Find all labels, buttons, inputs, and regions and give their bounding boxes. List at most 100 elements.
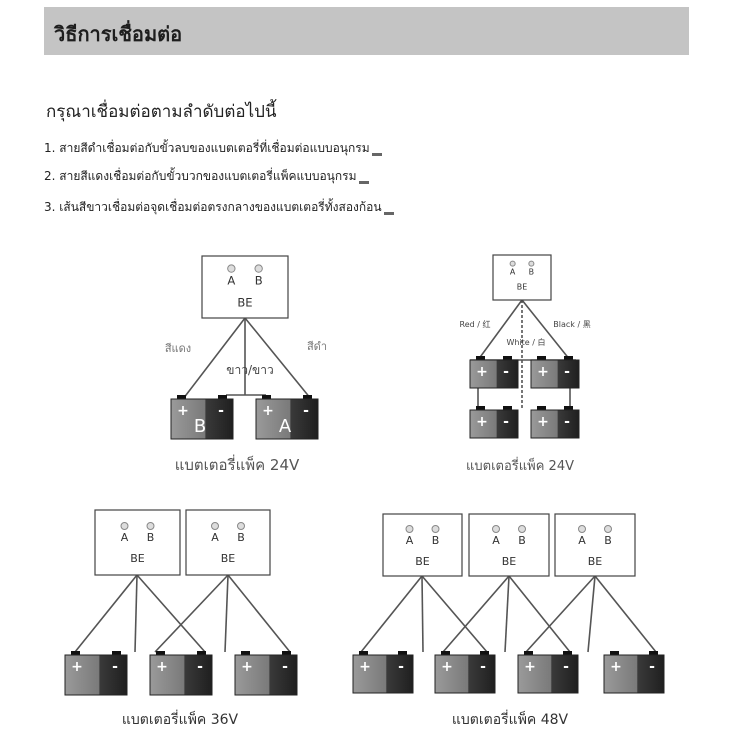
positive-post [537,356,546,361]
positive-post [476,356,485,361]
plus-terminal: + [177,403,189,419]
decorative-mark [383,212,394,215]
port-a-led [405,525,414,533]
diagram4-wire [508,575,571,653]
device-label: BE [237,295,252,309]
minus-terminal: - [649,659,655,675]
port-a-label: A [578,534,586,547]
diagram2-red-label: Red / 红 [460,319,491,329]
page-header: วิธีการเชื่อมต่อ [44,7,689,55]
negative-post [503,406,512,411]
minus-terminal: - [112,659,118,675]
port-a-led [120,522,129,530]
minus-terminal: - [564,414,570,430]
positive-post [262,395,271,400]
diagram2-battery-2: +- [530,356,580,389]
plus-terminal: + [476,364,488,380]
diagram3-be-box-2 [185,509,271,576]
minus-terminal: - [282,659,288,675]
negative-post [197,651,206,656]
minus-terminal: - [563,659,569,675]
negative-post [649,651,658,656]
diagram2-black-label: Black / 黑 [553,320,590,329]
minus-terminal: - [218,403,224,419]
plus-terminal: + [537,364,549,380]
diagram3-be-box-1 [94,509,181,576]
negative-post [282,651,291,656]
diagram2-red-wire [477,299,523,361]
positive-post [156,651,165,656]
diagram2-battery-3: +- [469,406,519,439]
port-b-led [528,260,535,267]
device-label: BE [588,555,603,568]
port-b-label: B [237,531,245,544]
port-b-label: B [147,531,155,544]
diagram2-battery-1: +- [469,356,519,389]
plus-terminal: + [359,659,371,675]
diagram3-battery-3: +- [234,651,298,696]
plus-terminal: + [524,659,536,675]
negative-post [563,651,572,656]
diagram1-battery-right: +-A [255,395,319,440]
instruction-step-1-text: 1. สายสีดำเชื่อมต่อกับขั้วลบของแบตเตอรี่… [44,141,370,155]
port-b-led [237,522,245,530]
positive-post [359,651,368,656]
diagram3-wire [74,574,138,653]
diagram1-battery-left: +-B [170,395,234,440]
port-a-led [578,525,586,533]
diagram3-wire [134,574,138,653]
instructions-heading: กรุณาเชื่อมต่อตามลำดับต่อไปนี้ [46,102,277,122]
instruction-step-3: 3. เส้นสีขาวเชื่อมต่อจุดเชื่อมต่อตรงกลาง… [44,198,394,217]
diagram1-black-label: สีดำ [307,340,327,353]
diagram4-battery-4: +- [603,651,665,694]
diagram1-white-label: ขาว/ขาว [226,363,273,377]
positive-post [476,406,485,411]
diagram2-white-label: White / 白 [506,337,545,347]
minus-terminal: - [564,364,570,380]
plus-terminal: + [241,659,253,675]
plus-terminal: + [441,659,453,675]
diagram4-caption: แบตเตอรี่แพ็ค 48V [452,710,569,728]
positive-post [241,651,250,656]
diagram3-wire [224,574,229,653]
negative-post [564,356,573,361]
diagram1-caption: แบตเตอรี่แพ็ค 24V [175,454,300,474]
battery-body [352,654,414,694]
diagram4-wire [442,575,510,653]
diagram1-be-box [201,255,289,319]
diagram1-red-wire [182,317,246,400]
battery-body [530,409,580,439]
port-b-led [604,525,612,533]
port-a-label: A [211,531,219,544]
battery-body [530,359,580,389]
diagram4-wire [421,575,424,653]
negative-post [564,406,573,411]
positive-post [610,651,619,656]
negative-post [398,651,407,656]
plus-terminal: + [537,414,549,430]
battery-body [149,654,213,696]
diagram4-wire [587,575,596,653]
port-b-led [518,525,526,533]
port-b-led [146,522,155,530]
minus-terminal: - [503,364,509,380]
battery-body [469,359,519,389]
diagram4-be-box-3 [554,513,636,577]
port-a-led [211,522,219,530]
minus-terminal: - [197,659,203,675]
diagram4-wire [360,575,423,653]
port-a-label: A [121,531,129,544]
port-a-led [509,260,516,267]
battery-body [170,398,234,440]
diagram3-wire [136,574,206,653]
negative-post [503,356,512,361]
page-title: วิธีการเชื่อมต่อ [54,22,183,46]
negative-post [112,651,121,656]
diagram4-wire [525,575,596,653]
decorative-mark [358,181,369,184]
port-a-label: A [227,273,235,287]
port-b-label: B [255,273,263,287]
diagram3-wire [154,574,229,653]
plus-terminal: + [71,659,83,675]
